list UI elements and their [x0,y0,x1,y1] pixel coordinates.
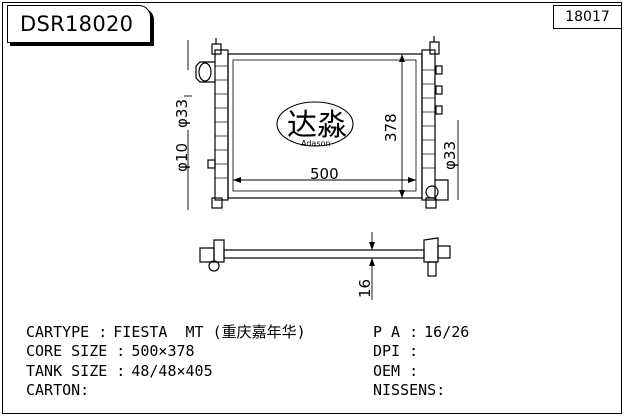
core-size-value: 500×378 [131,342,195,360]
outlet-pipe-end [425,185,439,199]
spec-nissens: NISSENS: [373,381,451,399]
outlet-pipe [435,179,449,201]
spec-tank-size: TANK SIZE : 48/48×405 [26,362,213,380]
spec-pa: P A : 16/26 [373,323,469,341]
nissens-label: NISSENS: [373,381,446,399]
reference-code-box: 18017 [553,5,622,29]
left-top-pin [211,43,222,55]
spec-core-size: CORE SIZE : 500×378 [26,342,195,360]
side-dimension-value: 16 [356,279,374,298]
model-title-box: DSR18020 [7,5,151,43]
oem-label: OEM : [373,362,419,380]
left-tank-fins [215,65,228,179]
bottom-view-core [223,249,425,259]
reference-code: 18017 [565,9,610,25]
tank-size-value: 48/48×405 [131,362,213,380]
core-size-label: CORE SIZE : [26,342,126,360]
drain-plug [207,159,216,169]
left-bottom-bracket [211,197,223,209]
spec-carton: CARTON: [26,381,95,399]
right-tank [421,49,436,201]
logo-latin-text: Adason [301,139,330,148]
cartype-label: CARTYPE : [26,323,108,341]
logo-chinese-text: 达淼 [287,108,347,143]
right-bottom-bracket [425,197,437,209]
spec-oem: OEM : [373,362,424,380]
left-tank [214,49,229,201]
drawing-sheet [2,2,622,414]
pa-value: 16/26 [424,323,470,341]
spec-cartype: CARTYPE : FIESTA MT (重庆嘉年华) [26,323,306,341]
height-dimension-value: 378 [382,113,400,142]
pa-label: P A : [373,323,419,341]
radiator-core-inner [232,59,417,192]
outlet-diameter-value: φ33 [441,141,459,170]
cartype-value: FIESTA MT (重庆嘉年华) [113,323,306,341]
logo-ellipse [276,101,354,147]
model-code: DSR18020 [20,12,134,36]
right-tank-fins [422,69,435,169]
drain-diameter-value: φ10 [173,143,191,172]
inlet-diameter-value: φ33 [173,99,191,128]
width-dimension-value: 500 [310,165,339,183]
dpi-label: DPI : [373,342,419,360]
tank-size-label: TANK SIZE : [26,362,126,380]
inlet-pipe-end [198,62,212,82]
inlet-pipe [195,61,215,83]
carton-label: CARTON: [26,381,90,399]
spec-dpi: DPI : [373,342,424,360]
